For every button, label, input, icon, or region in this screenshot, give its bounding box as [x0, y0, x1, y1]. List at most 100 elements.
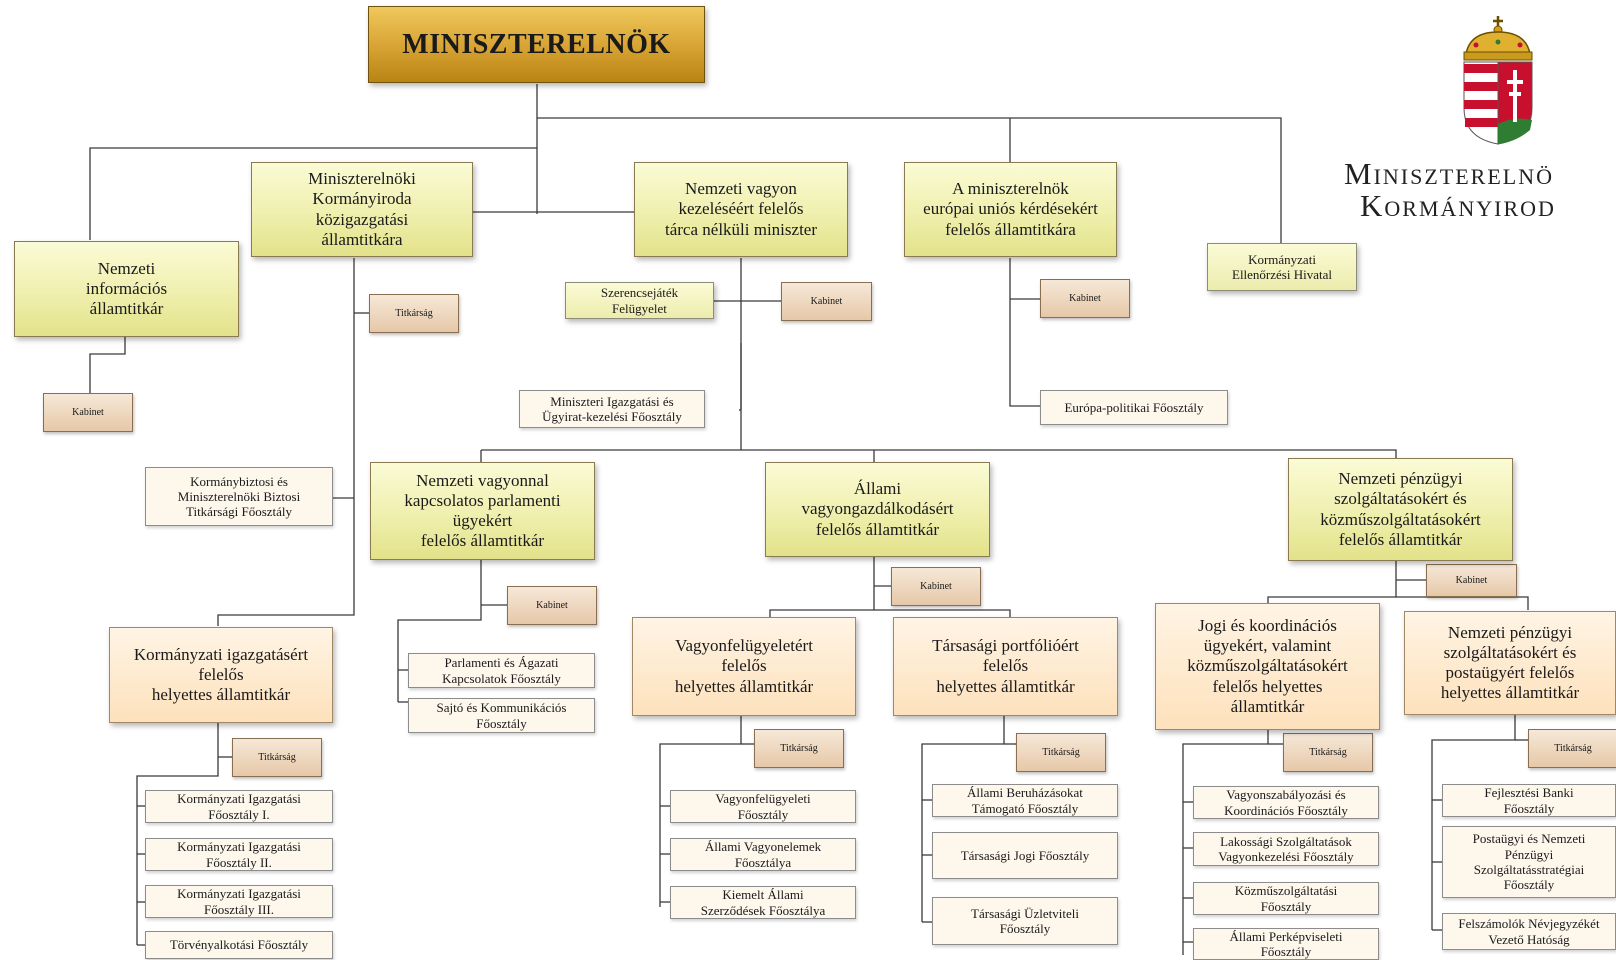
allami-vagyongazdalkodas-allamtitkar-box: Állami vagyongazdálkodásért felelős álla… [765, 462, 990, 557]
box-label: Vagyonszabályozási és Koordinációs Főosz… [1224, 787, 1348, 818]
titkarsag-box-tarsasagi: Titkárság [1016, 733, 1106, 772]
titkarsag-label: Titkárság [780, 742, 818, 754]
box-label: Lakossági Szolgáltatások Vagyonkezelési … [1218, 833, 1354, 864]
kormanyiroda-logo: Miniszterelnö Kormányirod [1336, 12, 1616, 252]
postaugyi-foosztaly-box: Postaügyi és Nemzeti Pénzügyi Szolgáltat… [1442, 826, 1616, 898]
box-label: Nemzeti információs államtitkár [85, 258, 168, 319]
box-label: Állami Beruházásokat Támogató Főosztály [967, 785, 1083, 816]
box-label: Fejlesztési Banki Főosztály [1484, 785, 1574, 816]
logo-text-line-2: Kormányirod [1360, 188, 1556, 223]
felszamolok-nevjegyzeket-box: Felszámolók Névjegyzékét Vezető Hatóság [1442, 913, 1616, 950]
korm-igazgatasi-foosztaly-2-box: Kormányzati Igazgatási Főosztály II. [145, 838, 333, 871]
miniszteri-igazgatasi-foosztaly-box: Miniszteri Igazgatási és Ügyirat-kezelés… [519, 390, 705, 428]
box-label: Miniszteri Igazgatási és Ügyirat-kezelés… [542, 393, 682, 424]
box-label: Törvényalkotási Főosztály [169, 937, 309, 953]
penzugyi-kozmu-allamtitkar-box: Nemzeti pénzügyi szolgáltatásokért és kö… [1288, 458, 1513, 561]
titkarsag-box-jogi: Titkárság [1283, 733, 1373, 772]
box-label: Sajtó és Kommunikációs Főosztály [436, 700, 567, 731]
titkarsag-label: Titkárság [1042, 746, 1080, 758]
titkarsag-box-postaugy: Titkárság [1528, 729, 1616, 768]
vagyonfelugyeleti-foosztaly-box: Vagyonfelügyeleti Főosztály [670, 790, 856, 823]
kabinet-box-parlamenti: Kabinet [507, 586, 597, 625]
box-label: Kormányzati Igazgatási Főosztály III. [177, 886, 301, 917]
kormanybiztosi-foosztaly-box: Kormánybiztosi és Miniszterelnöki Biztos… [145, 467, 333, 526]
box-label: Vagyonfelügyeletért felelős helyettes ál… [674, 636, 814, 696]
postaugyert-helyettes-box: Nemzeti pénzügyi szolgáltatásokért és po… [1404, 611, 1616, 715]
titkarsag-label: Titkárság [258, 751, 296, 763]
kormanyzati-ellenorzesi-hivatal-box: Kormányzati Ellenőrzési Hivatal [1207, 243, 1357, 291]
box-label: Jogi és koordinációs ügyekért, valamint … [1187, 616, 1348, 716]
box-label: Postaügyi és Nemzeti Pénzügyi Szolgáltat… [1472, 831, 1586, 893]
nemzeti-vagyon-miniszter-box: Nemzeti vagyon kezeléséért felelős tárca… [634, 162, 848, 257]
kormanyzati-igazgatas-helyettes-box: Kormányzati igazgatásért felelős helyett… [109, 627, 333, 723]
tarsasagi-uzletviteli-foosztaly-box: Társasági Üzletviteli Főosztály [932, 897, 1118, 945]
kabinet-box-eu: Kabinet [1040, 279, 1130, 318]
box-label: Nemzeti vagyon kezeléséért felelős tárca… [665, 179, 817, 239]
prime-minister-label: MINISZTERELNÖK [402, 28, 671, 60]
box-label: Felszámolók Névjegyzékét Vezető Hatóság [1458, 916, 1600, 947]
vagyonfelugyeletert-helyettes-box: Vagyonfelügyeletért felelős helyettes ál… [632, 617, 856, 716]
titkarsag-label: Titkárság [1554, 742, 1592, 754]
box-label: Európa-politikai Főosztály [1064, 399, 1204, 415]
sajto-kommunikacios-foosztaly-box: Sajtó és Kommunikációs Főosztály [408, 698, 595, 733]
box-label: Társasági Jogi Főosztály [960, 847, 1090, 863]
box-label: Közműszolgáltatási Főosztály [1234, 883, 1338, 914]
kozmuszolgaltatasi-foosztaly-box: Közműszolgáltatási Főosztály [1193, 882, 1379, 915]
allami-vagyonelemek-foosztaly-box: Állami Vagyonelemek Főosztálya [670, 838, 856, 871]
box-label: Parlamenti és Ágazati Kapcsolatok Főoszt… [442, 655, 561, 686]
titkarsag-box-kozig: Titkárság [369, 294, 459, 333]
kabinet-label: Kabinet [536, 599, 568, 611]
europa-politikai-foosztaly-box: Európa-politikai Főosztály [1040, 390, 1228, 425]
box-label: Kormányzati igazgatásért felelős helyett… [133, 644, 309, 705]
titkarsag-box-korm-igazgatas: Titkárság [232, 738, 322, 777]
parlamenti-agazati-foosztaly-box: Parlamenti és Ágazati Kapcsolatok Főoszt… [408, 653, 595, 688]
box-label: A miniszterelnök európai uniós kérdéseké… [923, 179, 1098, 239]
box-label: Nemzeti pénzügyi szolgáltatásokért és po… [1440, 622, 1580, 703]
tarsasagi-jogi-foosztaly-box: Társasági Jogi Főosztály [932, 832, 1118, 879]
kiemelt-allami-szerzodesek-box: Kiemelt Állami Szerződések Főosztálya [670, 886, 856, 919]
kabinet-label: Kabinet [920, 580, 952, 592]
box-label: Miniszterelnöki Kormányiroda közigazgatá… [308, 169, 416, 249]
torvenyalkotasi-foosztaly-box: Törvényalkotási Főosztály [145, 931, 333, 959]
coat-of-arms-icon [1463, 16, 1533, 145]
box-label: Kormányzati Igazgatási Főosztály II. [177, 839, 301, 870]
kabinet-box-miniszter: Kabinet [781, 282, 872, 321]
box-label: Társasági portfólióért felelős helyettes… [932, 636, 1079, 696]
box-label: Vagyonfelügyeleti Főosztály [715, 791, 811, 822]
box-label: Kormányzati Ellenőrzési Hivatal [1232, 251, 1332, 282]
tarsasagi-portfolio-helyettes-box: Társasági portfólióért felelős helyettes… [893, 617, 1118, 716]
kabinet-label: Kabinet [810, 295, 843, 307]
box-label: Nemzeti vagyonnal kapcsolatos parlamenti… [404, 470, 561, 551]
fejlesztesi-banki-foosztaly-box: Fejlesztési Banki Főosztály [1442, 784, 1616, 817]
szerencsejatek-felugyelet-box: Szerencsejáték Felügyelet [565, 282, 714, 319]
box-label: Kormánybiztosi és Miniszterelnöki Biztos… [177, 473, 301, 520]
logo-text-line-1: Miniszterelnö [1344, 156, 1554, 191]
vagyonszabalyozasi-foosztaly-box: Vagyonszabályozási és Koordinációs Főosz… [1193, 786, 1379, 819]
kabinet-label: Kabinet [1069, 292, 1101, 304]
allami-beruhazasokat-foosztaly-box: Állami Beruházásokat Támogató Főosztály [932, 784, 1118, 817]
box-label: Kiemelt Állami Szerződések Főosztálya [700, 887, 826, 918]
box-label: Állami vagyongazdálkodásért felelős álla… [801, 479, 954, 539]
jogi-koordinacios-helyettes-box: Jogi és koordinációs ügyekért, valamint … [1155, 603, 1380, 730]
nemzeti-informacios-allamtitkar-box: Nemzeti információs államtitkár [14, 241, 239, 337]
kabinet-label: Kabinet [1455, 574, 1488, 586]
box-label: Állami Perképviseleti Főosztály [1229, 928, 1343, 959]
lakossagi-szolgaltatasok-foosztaly-box: Lakossági Szolgáltatások Vagyonkezelési … [1193, 832, 1379, 866]
korm-igazgatasi-foosztaly-3-box: Kormányzati Igazgatási Főosztály III. [145, 885, 333, 918]
titkarsag-label: Titkárság [1309, 746, 1347, 758]
box-label: Társasági Üzletviteli Főosztály [971, 905, 1079, 936]
allami-perkepviseleti-foosztaly-box: Állami Perképviseleti Főosztály [1193, 928, 1379, 960]
kabinet-box-info: Kabinet [43, 393, 133, 432]
korm-igazgatasi-foosztaly-1-box: Kormányzati Igazgatási Főosztály I. [145, 790, 333, 823]
titkarsag-label: Titkárság [395, 307, 433, 319]
kabinet-box-allami-vagyon: Kabinet [891, 567, 981, 606]
box-label: Szerencsejáték Felügyelet [600, 285, 679, 316]
box-label: Állami Vagyonelemek Főosztálya [704, 839, 822, 870]
parlamenti-ugyekert-allamtitkar-box: Nemzeti vagyonnal kapcsolatos parlamenti… [370, 462, 595, 560]
kabinet-label: Kabinet [72, 406, 104, 418]
box-label: Kormányzati Igazgatási Főosztály I. [177, 791, 301, 822]
europai-unios-allamtitkar-box: A miniszterelnök európai uniós kérdéseké… [904, 162, 1117, 257]
kabinet-box-penzugyi: Kabinet [1426, 564, 1517, 597]
titkarsag-box-vagyonfelugyelet: Titkárság [754, 729, 844, 768]
